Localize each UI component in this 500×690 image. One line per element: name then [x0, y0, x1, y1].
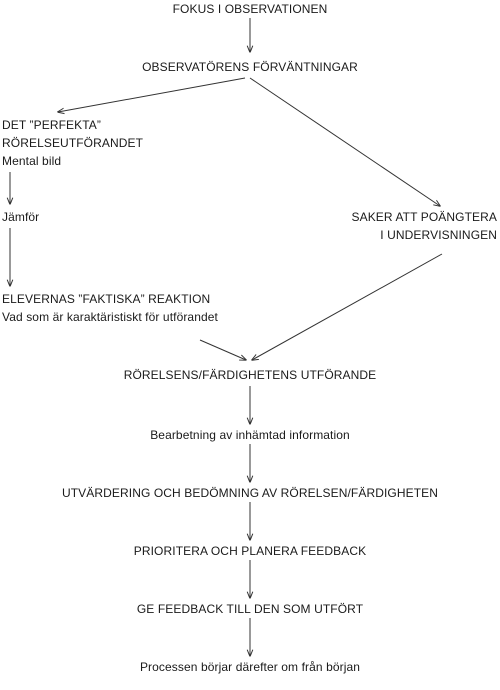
node-perfect-line1: DET ”PERFEKTA” — [2, 118, 101, 132]
node-actual-line1: ELEVERNAS ”FAKTISKA” REAKTION — [2, 292, 211, 306]
node-actual-line2: Vad som är karaktäristiskt för utförande… — [2, 310, 218, 324]
node-evaluation: UTVÄRDERING OCH BEDÖMNING AV RÖRELSEN/FÄ… — [61, 486, 439, 500]
arrow-actual-to-execution — [199, 339, 246, 360]
node-execution: RÖRELSENS/FÄRDIGHETENS UTFÖRANDE — [123, 368, 377, 382]
arrow-emphasize-to-execution — [252, 253, 443, 360]
arrow-expectations-to-perfect — [58, 77, 246, 112]
node-expectations: OBSERVATÖRENS FÖRVÄNTNINGAR — [142, 60, 358, 74]
node-compare: Jämför — [2, 210, 40, 224]
node-restart: Processen börjar därefter om från början — [139, 660, 361, 674]
node-give-feedback: GE FEEDBACK TILL DEN SOM UTFÖRT — [136, 602, 364, 616]
arrow-expectations-to-emphasize — [249, 77, 440, 206]
node-perfect-line3: Mental bild — [2, 154, 62, 168]
node-perfect-line2: RÖRELSEUTFÖRANDET — [2, 136, 144, 150]
node-emphasize: SAKER ATT POÄNGTERA I UNDERVISNINGEN — [352, 208, 498, 244]
node-emphasize-line2: I UNDERVISNINGEN — [380, 228, 497, 242]
node-focus: FOKUS I OBSERVATIONEN — [172, 2, 328, 16]
node-actual-reaction: ELEVERNAS ”FAKTISKA” REAKTION Vad som är… — [2, 290, 218, 326]
node-processing: Bearbetning av inhämtad information — [150, 428, 350, 442]
node-prioritize: PRIORITERA OCH PLANERA FEEDBACK — [133, 544, 367, 558]
node-emphasize-line1: SAKER ATT POÄNGTERA — [351, 210, 497, 224]
node-perfect-movement: DET ”PERFEKTA” RÖRELSEUTFÖRANDET Mental … — [2, 116, 143, 170]
